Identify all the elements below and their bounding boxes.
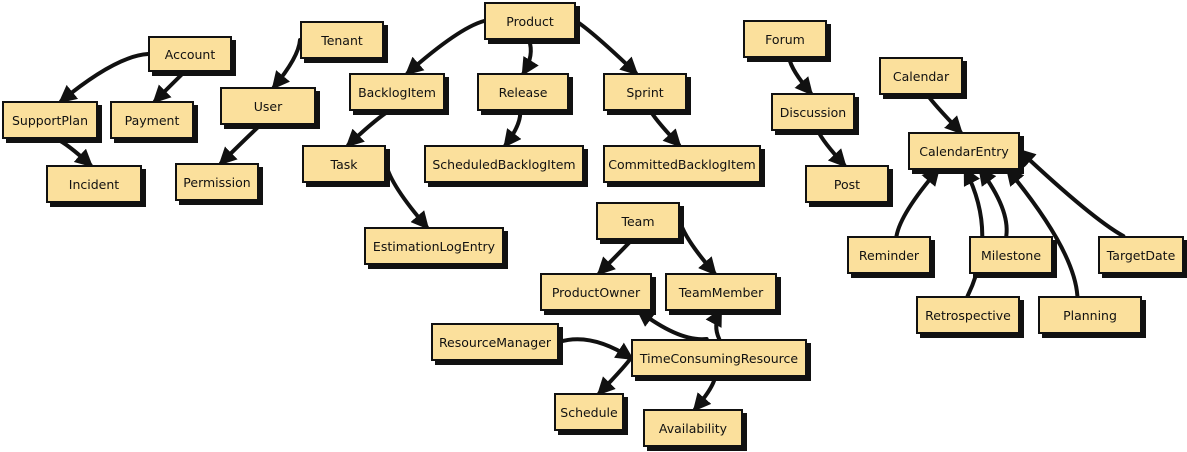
node-availability[interactable]: Availability	[643, 409, 743, 447]
node-milestone[interactable]: Milestone	[969, 236, 1053, 274]
node-estimation-log-entry[interactable]: EstimationLogEntry	[364, 227, 504, 265]
edge-task-to-estimationlogentry	[384, 162, 430, 230]
node-label: Calendar	[892, 68, 950, 84]
edge-planning-to-calendarentry	[1005, 167, 1080, 298]
edge-account-to-supportplan	[58, 52, 150, 104]
edge-account-to-payment	[152, 70, 187, 104]
node-label: Permission	[183, 174, 251, 190]
node-label: ResourceManager	[438, 334, 552, 350]
edge-supportplan-to-incident	[54, 137, 94, 168]
edge-forum-to-discussion	[787, 56, 814, 96]
node-sprint[interactable]: Sprint	[603, 73, 687, 111]
node-forum[interactable]: Forum	[743, 20, 827, 58]
node-label: ProductOwner	[551, 284, 641, 300]
node-product[interactable]: Product	[484, 2, 576, 40]
node-label: Task	[330, 156, 358, 172]
node-label: Planning	[1063, 307, 1117, 323]
edge-sprint-to-committedbacklogitem	[648, 109, 682, 148]
node-label: Product	[506, 13, 554, 29]
node-scheduled-backlog-item[interactable]: ScheduledBacklogItem	[424, 145, 584, 183]
node-discussion[interactable]: Discussion	[771, 93, 855, 131]
edge-discussion-to-post	[816, 129, 847, 168]
node-label: CommittedBacklogItem	[608, 156, 756, 172]
node-permission[interactable]: Permission	[175, 163, 259, 201]
node-user[interactable]: User	[220, 87, 316, 125]
node-label: SupportPlan	[11, 112, 88, 128]
node-team-member[interactable]: TeamMember	[665, 273, 777, 311]
edge-product-to-release	[521, 38, 539, 77]
node-committed-backlog-item[interactable]: CommittedBacklogItem	[603, 145, 761, 183]
edge-tenant-to-user	[271, 38, 302, 90]
node-target-date[interactable]: TargetDate	[1098, 236, 1184, 274]
node-team[interactable]: Team	[596, 202, 680, 240]
edge-backlogitem-to-task	[345, 109, 392, 148]
edge-timeconsumingresource-to-productowner	[636, 308, 709, 342]
edge-release-to-scheduledbacklogitem	[503, 109, 523, 148]
node-post[interactable]: Post	[805, 165, 889, 203]
node-label: Post	[833, 176, 861, 192]
node-label: Payment	[124, 112, 180, 128]
node-planning[interactable]: Planning	[1038, 296, 1142, 334]
edge-timeconsumingresource-to-schedule	[596, 356, 633, 396]
edge-calendar-to-calendarentry	[925, 93, 964, 135]
node-release[interactable]: Release	[477, 73, 569, 111]
node-backlog-item[interactable]: BacklogItem	[349, 73, 445, 111]
node-schedule[interactable]: Schedule	[554, 393, 624, 431]
node-label: Availability	[658, 420, 728, 436]
node-label: EstimationLogEntry	[372, 238, 496, 254]
node-label: Sprint	[626, 84, 664, 100]
node-label: Incident	[68, 176, 120, 192]
node-label: BacklogItem	[358, 84, 436, 100]
node-task[interactable]: Task	[302, 145, 386, 183]
node-retrospective[interactable]: Retrospective	[916, 296, 1020, 334]
edge-resourcemanager-to-timeconsumingresource	[557, 337, 635, 360]
node-label: Team	[621, 213, 655, 229]
node-label: TeamMember	[678, 284, 764, 300]
node-calendar[interactable]: Calendar	[879, 57, 963, 95]
edge-product-to-backlogitem	[404, 19, 486, 76]
node-label: Retrospective	[925, 307, 1011, 323]
node-resource-manager[interactable]: ResourceManager	[431, 323, 559, 361]
node-support-plan[interactable]: SupportPlan	[2, 101, 98, 139]
edge-user-to-permission	[218, 123, 263, 166]
edge-reminder-to-calendarentry	[894, 167, 941, 238]
node-product-owner[interactable]: ProductOwner	[540, 273, 652, 311]
node-tenant[interactable]: Tenant	[300, 21, 384, 59]
node-label: CalendarEntry	[919, 143, 1009, 159]
node-label: Tenant	[321, 32, 363, 48]
edge-timeconsumingresource-to-availability	[692, 375, 718, 412]
edge-timeconsumingresource-to-teammember	[705, 307, 723, 341]
node-time-consuming-resource[interactable]: TimeConsumingResource	[631, 339, 807, 377]
node-reminder[interactable]: Reminder	[847, 236, 931, 274]
node-label: Schedule	[560, 404, 618, 420]
node-incident[interactable]: Incident	[46, 165, 142, 203]
node-label: Forum	[765, 31, 805, 47]
edge-retrospective-to-calendarentry	[963, 166, 985, 298]
edge-team-to-productowner	[596, 238, 634, 276]
node-label: TimeConsumingResource	[639, 350, 799, 366]
node-label: User	[253, 98, 283, 114]
node-payment[interactable]: Payment	[110, 101, 194, 139]
node-account[interactable]: Account	[148, 36, 232, 72]
node-label: ScheduledBacklogItem	[432, 156, 576, 172]
edge-team-to-teammember	[678, 219, 717, 276]
node-label: Milestone	[980, 247, 1042, 263]
node-label: TargetDate	[1106, 247, 1176, 263]
node-calendar-entry[interactable]: CalendarEntry	[908, 132, 1020, 170]
node-label: Reminder	[858, 247, 920, 263]
edge-product-to-sprint	[574, 19, 639, 76]
edge-milestone-to-calendarentry	[978, 167, 1009, 238]
node-label: Release	[498, 84, 548, 100]
node-label: Account	[164, 46, 216, 62]
edge-targetdate-to-calendarentry	[1017, 148, 1126, 238]
node-label: Discussion	[779, 104, 847, 120]
